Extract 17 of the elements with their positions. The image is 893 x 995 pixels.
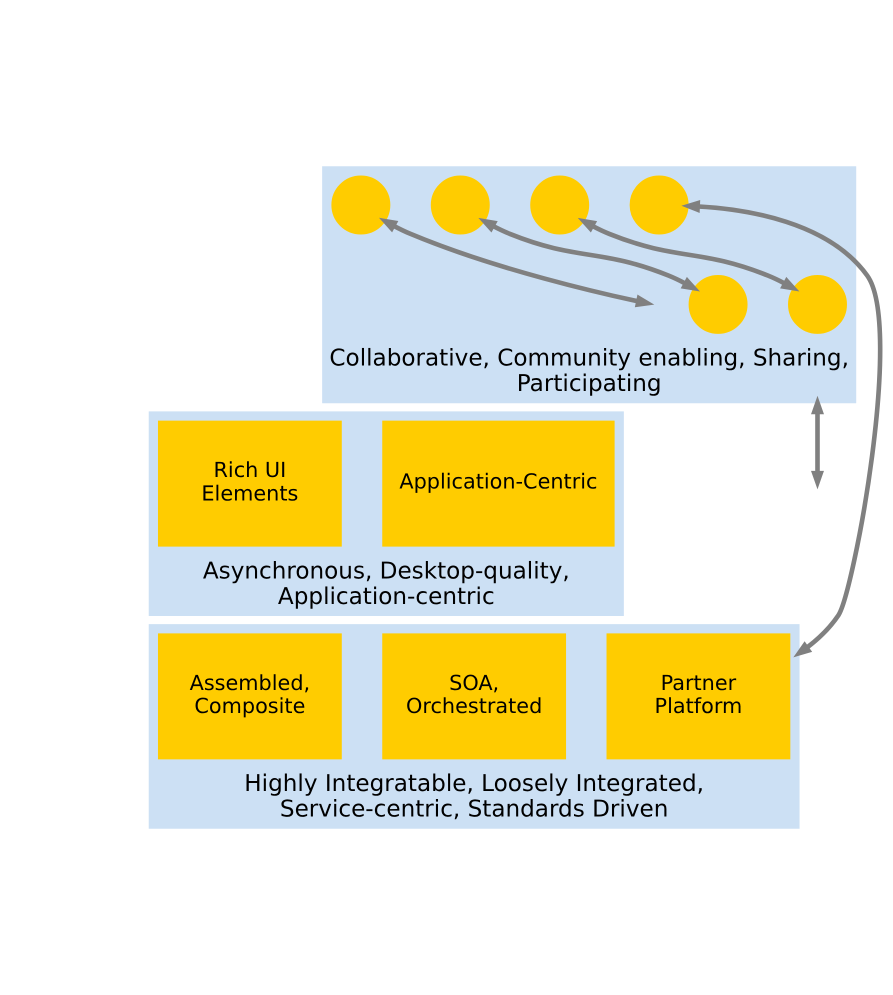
node-box: Rich UI Elements bbox=[158, 420, 342, 547]
cluster: Collaborative, Community enabling, Sharing, Participating bbox=[322, 166, 856, 404]
arrow bbox=[378, 218, 654, 308]
arrow bbox=[681, 200, 882, 658]
node-circle bbox=[430, 176, 490, 234]
node-box: Assembled, Composite bbox=[158, 633, 342, 760]
arrow bbox=[478, 218, 700, 292]
node-box: SOA, Orchestrated bbox=[382, 633, 566, 760]
node-circle bbox=[630, 176, 689, 234]
node-circle bbox=[788, 274, 847, 334]
arrow bbox=[578, 218, 800, 292]
node-circle bbox=[530, 176, 590, 234]
node-circle bbox=[331, 176, 390, 234]
arrow bbox=[811, 396, 824, 490]
node-circle bbox=[688, 274, 748, 334]
node-box: Partner Platform bbox=[606, 633, 790, 760]
node-box: Application-Centric bbox=[382, 420, 615, 547]
